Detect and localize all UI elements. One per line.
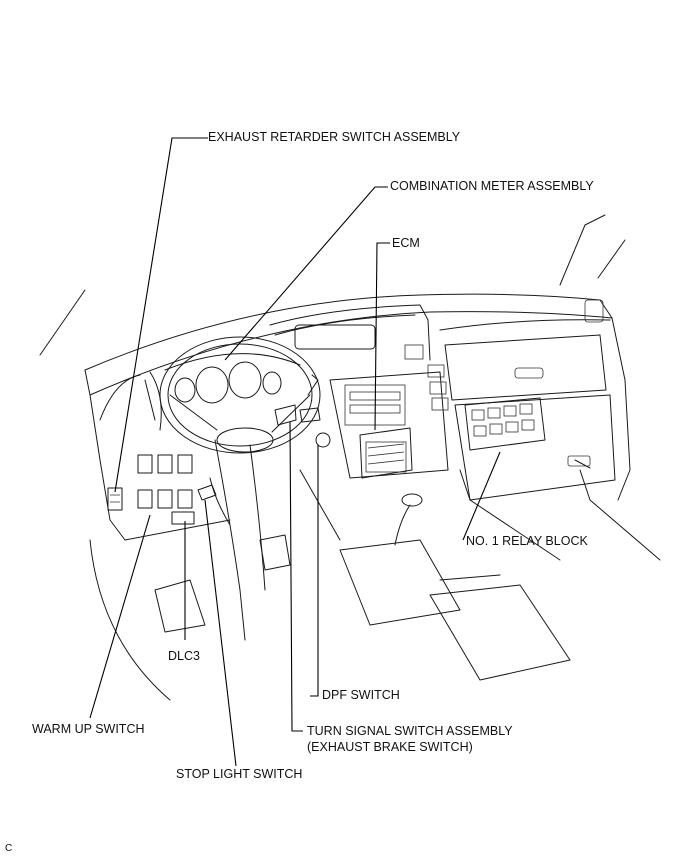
label-exhaust-brake-switch: (EXHAUST BRAKE SWITCH) bbox=[307, 740, 473, 754]
corner-code: C bbox=[5, 843, 13, 854]
label-warm-up-switch: WARM UP SWITCH bbox=[32, 722, 145, 736]
label-combination-meter: COMBINATION METER ASSEMBLY bbox=[390, 179, 594, 193]
label-dlc3: DLC3 bbox=[168, 649, 200, 663]
label-stop-light-switch: STOP LIGHT SWITCH bbox=[176, 767, 303, 781]
label-exhaust-retarder-switch: EXHAUST RETARDER SWITCH ASSEMBLY bbox=[208, 130, 461, 144]
label-ecm: ECM bbox=[392, 236, 420, 250]
label-relay-block: NO. 1 RELAY BLOCK bbox=[466, 534, 588, 548]
label-turn-signal-switch: TURN SIGNAL SWITCH ASSEMBLY bbox=[307, 724, 513, 738]
label-dpf-switch: DPF SWITCH bbox=[322, 688, 400, 702]
